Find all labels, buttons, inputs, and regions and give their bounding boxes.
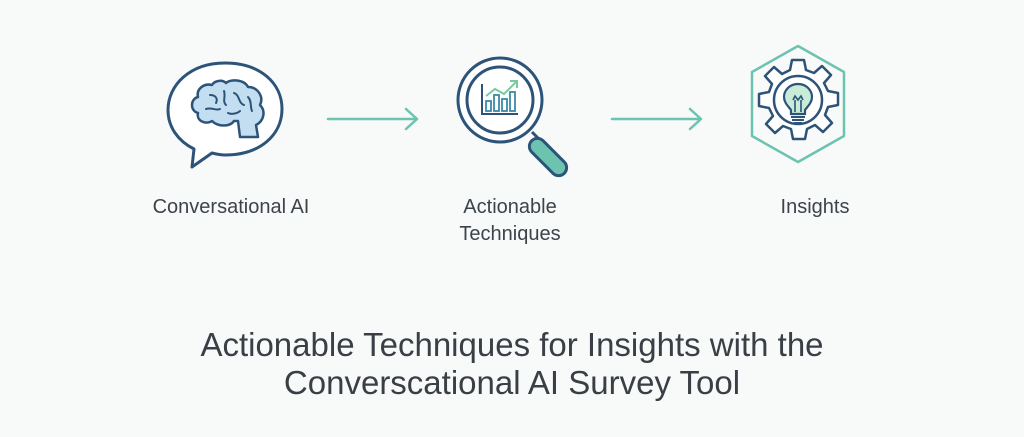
diagram-title: Actionable Techniques for Insights with …	[0, 326, 1024, 402]
step-label-line-1: Actionable	[463, 196, 557, 218]
arrow-right-icon	[610, 107, 703, 131]
step-label-conversational-ai: Conversational AI	[152, 196, 310, 218]
magnifier-chart-icon	[456, 56, 569, 178]
gear-lightbulb-icon	[750, 44, 846, 164]
title-line-2: Converscational AI Survey Tool	[283, 364, 741, 401]
step-label-actionable-techniques: Actionable Techniques	[410, 194, 610, 248]
step-label-line-2: Techniques	[459, 223, 561, 245]
title-line-1: Actionable Techniques for Insights with …	[200, 326, 824, 363]
step-label-insights: Insights	[780, 196, 850, 218]
brain-speech-bubble-icon	[166, 61, 284, 169]
arrow-right-icon	[326, 107, 419, 131]
